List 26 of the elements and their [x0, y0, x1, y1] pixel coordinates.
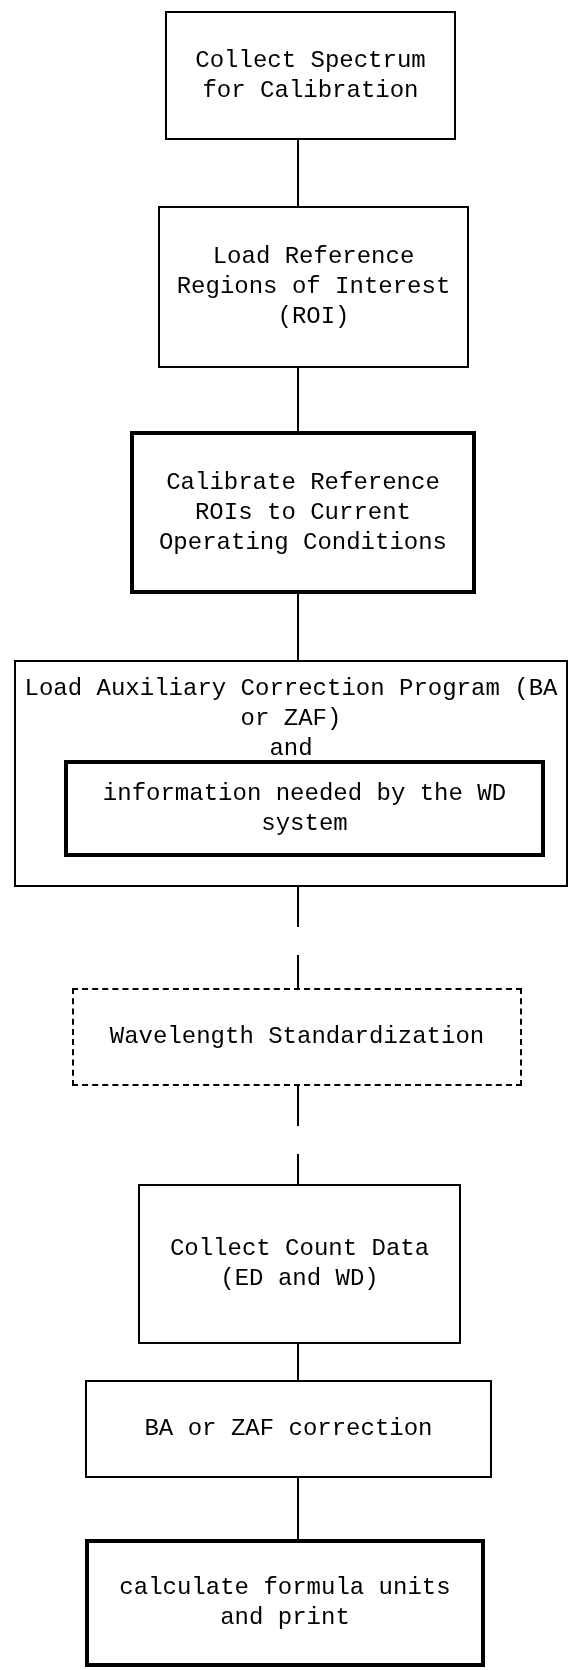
box-text: Load Reference Regions of Interest (ROI): [175, 242, 452, 332]
connector-line: [297, 1343, 299, 1381]
box-text: Collect Spectrum for Calibration: [194, 45, 427, 106]
process-box: [165, 11, 456, 140]
box-text: information needed by the WD system: [101, 778, 508, 839]
process-box: [130, 431, 476, 594]
process-box: [14, 660, 568, 887]
box-text: Calibrate Reference ROIs to Current Operating Conditions: [157, 467, 448, 558]
process-box: [72, 988, 522, 1086]
box-text: and: [268, 733, 314, 764]
box-text: Collect Count Data (ED and WD): [168, 1234, 431, 1294]
box-text: BA or ZAF correction: [143, 1414, 434, 1444]
process-box: [158, 206, 469, 368]
box-text: Load Auxiliary Correction Program (BA or ZAF): [23, 673, 559, 734]
process-box: [85, 1539, 485, 1667]
connector-line: [297, 1085, 299, 1185]
process-box: [85, 1380, 492, 1478]
process-box: [64, 760, 545, 857]
connector-line: [297, 367, 299, 432]
connector-line: [297, 886, 299, 989]
process-box: [138, 1184, 461, 1344]
connector-line: [297, 593, 299, 661]
connector-line: [297, 139, 299, 207]
box-text: Wavelength Standardization: [108, 1022, 486, 1052]
connector-line: [297, 1477, 299, 1540]
box-text: calculate formula units and print: [118, 1573, 452, 1633]
